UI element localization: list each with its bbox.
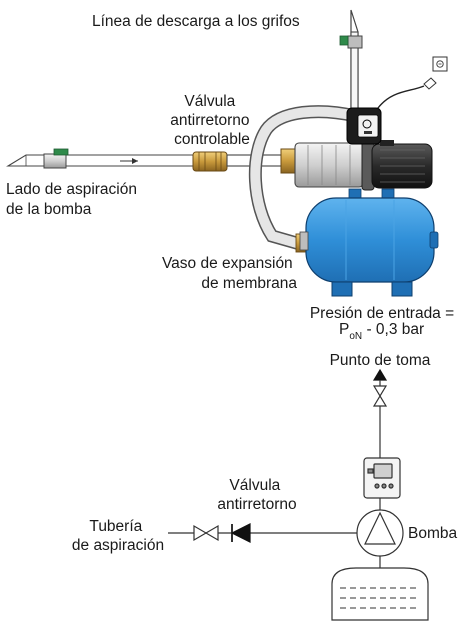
expansion-vessel-label: Vaso de expansión de membrana [162, 255, 297, 292]
suction-pipe-upper [6, 148, 201, 169]
suction-side-label: Lado de aspiración de la bomba [6, 181, 141, 218]
controllable-check-valve [192, 151, 228, 172]
pump-housing [294, 142, 364, 188]
vessel-foot-right [391, 281, 413, 297]
flow-arrow-icon [132, 158, 138, 164]
pressure-controller [346, 107, 382, 145]
horizontal-gate-valve-icon [193, 524, 219, 542]
reservoir-icon [331, 567, 429, 621]
expansion-vessel [299, 188, 439, 297]
suction-pipe-label: Tubería de aspiración [72, 518, 164, 554]
discharge-valve-handle [339, 35, 349, 46]
suction-ball-valve [43, 153, 67, 169]
pump-label: Bomba [408, 525, 457, 542]
discharge-line-label: Línea de descarga a los grifos [92, 13, 300, 30]
vessel-foot-left [331, 281, 353, 297]
schematic [168, 368, 429, 621]
inlet-pressure-formula: PoN - 0,3 bar [339, 321, 424, 342]
pump-inlet-fitting [280, 148, 296, 174]
controllable-valve-label: Válvula antirretorno controlable [170, 93, 254, 148]
suction-valve-handle [53, 148, 69, 156]
tapping-point-label: Punto de toma [330, 352, 431, 369]
inlet-pressure-label: Presión de entrada = [310, 305, 454, 322]
tap-arrow-icon [372, 368, 388, 381]
vertical-gate-valve-icon [372, 385, 388, 407]
power-socket-icon [432, 56, 448, 72]
check-valve-label: Válvula antirretorno [217, 477, 296, 513]
pump-unit [280, 139, 433, 191]
check-valve-icon [230, 523, 251, 543]
